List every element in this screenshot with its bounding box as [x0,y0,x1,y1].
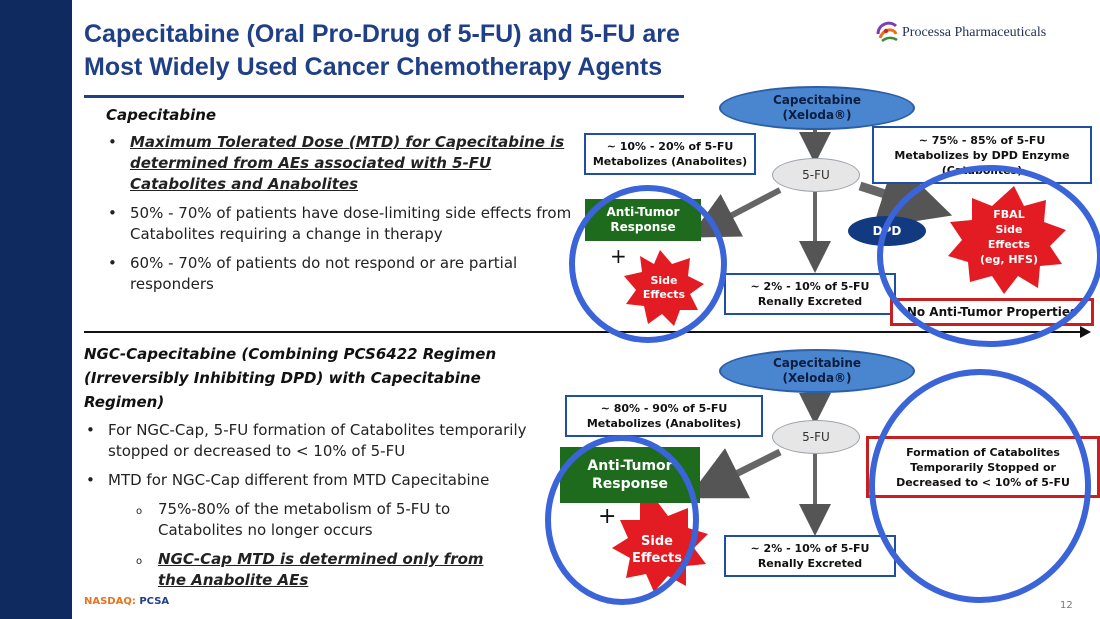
side-bottom-line-2: Effects [632,551,682,566]
renal-bottom-line-1: ~ 2% - 10% of 5-FU [750,542,870,555]
bottom-bullet-2: • MTD for NGC-Cap different from MTD Cap… [86,470,564,491]
bottom-bullet-1-text: For NGC-Cap, 5-FU formation of Catabolit… [108,421,527,460]
side-bottom-line-1: Side [641,534,673,549]
bottom-heading-line-1: NGC-Capecitabine (Combining PCS6422 Regi… [84,345,497,363]
highlight-circle-side-effects-bottom [545,435,699,605]
anti-tumor-bottom-line-1: Anti-Tumor [587,458,673,474]
anabolites-box-bottom: ~ 80% - 90% of 5-FU Metabolizes (Anaboli… [565,395,763,437]
fbal-line-1: FBAL [993,208,1025,221]
highlight-circle-fbal [877,165,1100,347]
formation-line-1: Formation of Catabolites [906,445,1060,459]
fbal-side-effects-label: FBAL Side Effects (eg, HFS) [968,204,1050,270]
cap-bottom-line-1: Capecitabine [772,356,862,370]
anti-tumor-box-top: Anti-Tumor Response [585,199,701,241]
cap-top-line-2: (Xeloda®) [782,108,852,122]
bottom-sub-bullet-1: o 75%-80% of the metabolism of 5-FU to C… [136,499,498,541]
arrow-5fu-to-dpd [858,159,953,228]
bottom-section-heading: NGC-Capecitabine (Combining PCS6422 Regi… [84,342,564,414]
anti-tumor-top-line-2: Response [610,220,676,234]
ticker-symbol: PCSA [139,596,170,607]
bottom-bullet-1: • For NGC-Cap, 5-FU formation of Catabol… [86,420,538,462]
top-bullet-1-text: Maximum Tolerated Dose (MTD) for Capecit… [130,133,565,193]
side-top-line-2: Effects [642,288,686,301]
title-underline [84,95,684,98]
cap-bottom-line-2: (Xeloda®) [782,371,852,385]
capecitabine-oval-top: Capecitabine (Xeloda®) [719,86,915,130]
bullet-dot: • [86,421,95,439]
renal-top-line-2: Renally Excreted [757,295,863,308]
catab-line-2: Metabolizes by DPD Enzyme [894,148,1070,162]
fbal-line-2: Side [995,223,1023,236]
capecitabine-oval-bottom: Capecitabine (Xeloda®) [719,349,915,393]
renal-top-line-1: ~ 2% - 10% of 5-FU [750,280,870,293]
plus-sign-top: + [610,244,627,268]
side-effects-label-top: Side Effects [632,272,696,304]
bullet-dot: • [108,254,117,272]
bullet-dot: • [86,471,95,489]
side-effects-burst-top [624,250,704,326]
divider-arrowhead [1080,326,1091,338]
anab-top-line-1: ~ 10% - 20% of 5-FU [606,140,734,153]
anti-tumor-bottom-line-2: Response [591,476,669,492]
plus-sign-bottom: + [598,504,617,529]
processa-logo-icon [876,21,898,43]
side-top-line-1: Side [650,274,678,287]
footer-ticker: NASDAQ: PCSA [84,596,169,607]
top-bullet-3: • 60% - 70% of patients do not respond o… [108,253,576,295]
page-number: 12 [1060,600,1073,611]
top-bullet-2-text: 50% - 70% of patients have dose-limiting… [130,204,572,243]
bottom-sub-bullet-2: o NGC-Cap MTD is determined only from th… [136,549,498,591]
renal-bottom-line-2: Renally Excreted [757,557,863,570]
formation-line-3: Decreased to < 10% of 5-FU [896,475,1070,489]
bullet-dot: • [108,204,117,222]
sub-bullet-marker: o [136,556,143,567]
fbal-burst [948,186,1066,294]
slide-title: Capecitabine (Oral Pro-Drug of 5-FU) and… [84,18,804,84]
top-bullet-1: • Maximum Tolerated Dose (MTD) for Capec… [108,132,576,195]
title-line-1: Capecitabine (Oral Pro-Drug of 5-FU) and… [84,20,680,48]
fbal-line-3: Effects [987,238,1031,251]
arrow-5fu-to-antitumor-bottom [687,448,782,499]
formation-catabolites-box: Formation of Catabolites Temporarily Sto… [866,436,1100,498]
anab-top-line-2: Metabolizes (Anabolites) [592,155,748,168]
anab-bottom-line-2: Metabolizes (Anabolites) [586,417,742,430]
side-effects-label-bottom: Side Effects [624,530,690,570]
title-line-2: Most Widely Used Cancer Chemotherapy Age… [84,53,663,81]
bottom-bullet-2-text: MTD for NGC-Cap different from MTD Capec… [108,471,490,489]
catab-line-1: ~ 75% - 85% of 5-FU [918,133,1046,147]
top-bullet-3-text: 60% - 70% of patients do not respond or … [130,254,518,293]
renal-box-bottom: ~ 2% - 10% of 5-FU Renally Excreted [724,535,896,577]
renal-box-top: ~ 2% - 10% of 5-FU Renally Excreted [724,273,896,315]
top-bullet-2: • 50% - 70% of patients have dose-limiti… [108,203,576,245]
bullet-dot: • [108,133,117,151]
fu-oval-top: 5-FU [772,158,860,192]
anti-tumor-box-bottom: Anti-Tumor Response [560,447,700,503]
cap-top-line-1: Capecitabine [772,93,862,107]
bottom-sub-bullet-1-text: 75%-80% of the metabolism of 5-FU to Cat… [158,500,451,539]
highlight-circle-side-effects-top [569,185,727,343]
bottom-section: NGC-Capecitabine (Combining PCS6422 Regi… [84,342,564,591]
bottom-sub-bullet-2-text: NGC-Cap MTD is determined only from the … [158,550,484,589]
top-section-heading: Capecitabine [106,106,217,124]
anabolites-box-top: ~ 10% - 20% of 5-FU Metabolizes (Anaboli… [584,133,756,175]
left-accent-bar [0,0,72,619]
highlight-circle-formation [869,369,1091,603]
anti-tumor-top-line-1: Anti-Tumor [606,205,680,219]
section-divider [84,331,1084,333]
formation-line-2: Temporarily Stopped or [910,460,1056,474]
top-section: Capecitabine • Maximum Tolerated Dose (M… [106,106,576,295]
company-name: Processa Pharmaceuticals [902,25,1047,40]
sub-bullet-marker: o [136,506,143,517]
anab-bottom-line-1: ~ 80% - 90% of 5-FU [600,402,728,415]
fu-oval-bottom: 5-FU [772,420,860,454]
nasdaq-label: NASDAQ: [84,596,136,607]
fbal-line-4: (eg, HFS) [979,253,1039,266]
bottom-heading-line-2: (Irreversibly Inhibiting DPD) with Capec… [84,369,481,411]
